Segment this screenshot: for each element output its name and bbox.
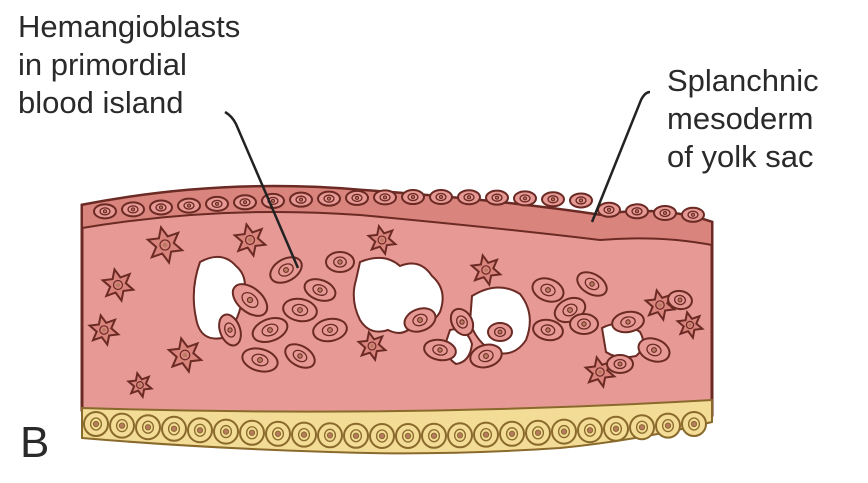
hemangioblast-cell <box>326 252 354 272</box>
endoderm-cell <box>526 421 550 445</box>
label-splanchnic-mesoderm: Splanchnic mesoderm of yolk sac <box>667 62 819 176</box>
hemangioblast-cell <box>570 314 598 334</box>
mesothelial-cell <box>262 194 284 208</box>
endoderm-cell <box>578 418 602 442</box>
endoderm-cell <box>682 412 706 436</box>
endoderm-cell <box>344 424 368 448</box>
endoderm-cell <box>110 414 134 438</box>
mesothelial-cell <box>122 202 144 216</box>
endoderm-cell <box>630 415 654 439</box>
endoderm-cell <box>188 418 212 442</box>
label-line: Splanchnic <box>667 62 819 100</box>
mesothelial-cell <box>318 192 340 206</box>
mesothelial-cell <box>542 192 564 206</box>
endoderm-cell <box>552 420 576 444</box>
label-line: blood island <box>18 84 240 122</box>
endoderm-cell <box>604 417 628 441</box>
endoderm-cell <box>162 417 186 441</box>
mesothelial-cell <box>290 193 312 207</box>
mesothelial-cell <box>430 190 452 204</box>
endoderm-cell <box>240 421 264 445</box>
mesothelial-cell <box>682 208 704 222</box>
mesothelial-cell <box>654 206 676 220</box>
endoderm-cell <box>318 423 342 447</box>
mesothelial-cell <box>94 204 116 218</box>
mesothelial-cell <box>486 191 508 205</box>
endoderm-cell <box>266 422 290 446</box>
label-line: of yolk sac <box>667 138 819 176</box>
endoderm-cell <box>396 424 420 448</box>
endoderm-cell <box>474 423 498 447</box>
mesothelial-cell <box>178 199 200 213</box>
mesothelial-cell <box>234 195 256 209</box>
mesothelial-cell <box>514 191 536 205</box>
endoderm-cell <box>370 424 394 448</box>
label-hemangioblasts: Hemangioblasts in primordial blood islan… <box>18 8 240 122</box>
mesothelial-cell <box>402 190 424 204</box>
mesothelial-cell <box>374 190 396 204</box>
endoderm-cell <box>292 423 316 447</box>
leader-line-splanchnic <box>592 92 650 222</box>
mesothelial-cell <box>570 193 592 207</box>
mesothelial-cell <box>346 191 368 205</box>
mesothelial-cell <box>598 203 620 217</box>
endoderm-cell <box>448 423 472 447</box>
hemangioblast-cell <box>488 323 512 341</box>
endoderm-cell <box>214 420 238 444</box>
mesothelial-cell <box>150 200 172 214</box>
label-line: Hemangioblasts <box>18 8 240 46</box>
endoderm-cell <box>136 415 160 439</box>
endoderm-cell <box>500 422 524 446</box>
label-line: mesoderm <box>667 100 819 138</box>
endoderm-cell <box>656 414 680 438</box>
label-line: in primordial <box>18 46 240 84</box>
endoderm-cell <box>84 412 108 436</box>
mesothelial-cell <box>626 204 648 218</box>
mesothelial-cell <box>206 197 228 211</box>
mesothelial-cell <box>458 190 480 204</box>
endoderm-cell <box>422 424 446 448</box>
panel-letter: B <box>20 418 49 468</box>
hemangioblast-cell <box>607 355 633 373</box>
